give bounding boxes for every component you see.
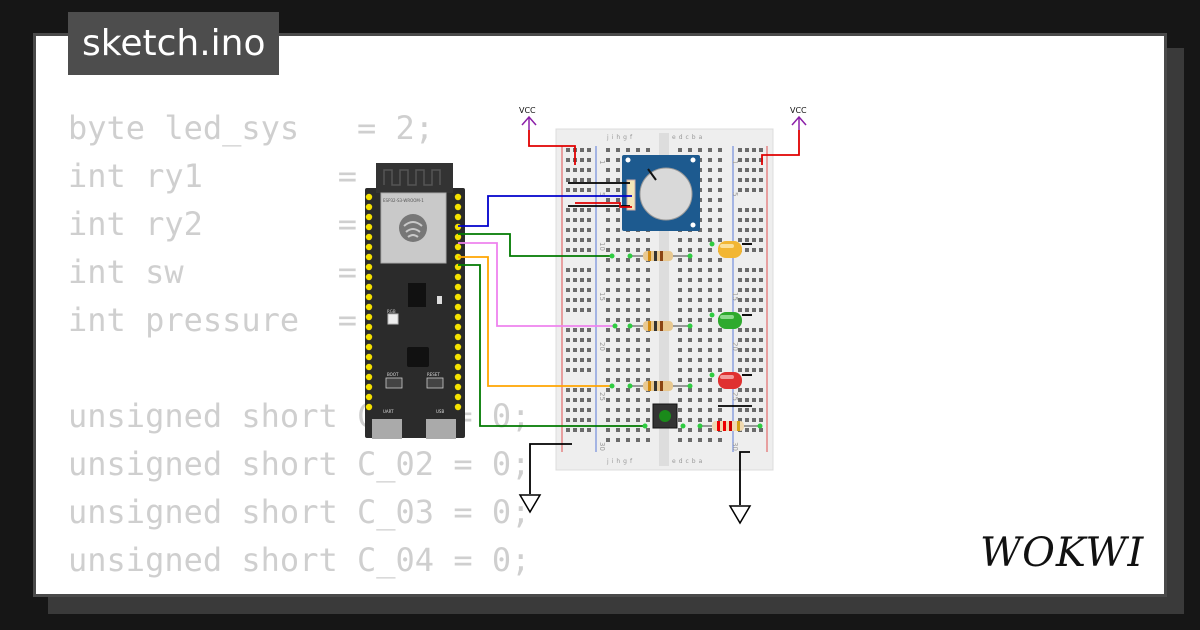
resistor	[630, 321, 690, 331]
row-number: 1	[598, 160, 606, 164]
usb-label: USB	[436, 409, 444, 414]
row-number: 15	[731, 292, 739, 301]
esp32-pins	[365, 193, 462, 411]
code-line: unsigned short C_04 = 0;	[68, 541, 531, 579]
module-label: ESP32-S3-WROOM-1	[383, 198, 424, 203]
row-number: 10	[598, 242, 606, 251]
ground-symbol-right	[728, 505, 752, 525]
row-number: 20	[731, 342, 739, 351]
connection-points	[609, 241, 763, 429]
boot-button[interactable]	[385, 377, 403, 389]
row-number: 5	[598, 192, 606, 196]
row-number: 25	[731, 392, 739, 401]
wires	[458, 130, 800, 505]
column-letters: jihgf	[606, 134, 635, 141]
row-number: 15	[598, 292, 606, 301]
reset-label: RESET	[427, 372, 440, 377]
column-letters: edcba	[672, 134, 705, 141]
uart-label: UART	[383, 409, 394, 414]
uart-port	[372, 419, 402, 439]
push-button[interactable]	[652, 403, 678, 429]
code-line: unsigned short C_05 = 0;	[68, 584, 530, 594]
resistor	[630, 251, 690, 261]
filename-tab[interactable]: sketch.ino	[68, 12, 280, 75]
code-line: int pressure =	[68, 301, 357, 339]
vcc-symbol-left: VCC	[519, 106, 537, 130]
vcc-label: VCC	[790, 106, 807, 115]
yellow-led	[718, 241, 752, 258]
row-number: 5	[731, 192, 739, 196]
code-line: int ry2 =	[68, 205, 357, 243]
rgb-label: RGB	[387, 309, 396, 314]
red-led	[718, 372, 752, 389]
potentiometer	[622, 155, 700, 231]
green-led	[718, 312, 752, 329]
column-letters: edcba	[672, 458, 705, 465]
esp32-board: ESP32-S3-WROOM-1 RGB BOOT RESET UART USB	[365, 163, 465, 439]
pot-knob-indicator[interactable]	[647, 168, 657, 181]
boot-label: BOOT	[387, 372, 399, 377]
row-number: 20	[598, 342, 606, 351]
resistor	[630, 381, 690, 391]
code-line: unsigned short C_02 = 0;	[68, 445, 531, 483]
usb-port	[426, 419, 456, 439]
wokwi-logo: WOKWI	[980, 530, 1144, 576]
reset-button[interactable]	[426, 377, 444, 389]
code-line: int sw =	[68, 253, 357, 291]
row-number: 1	[731, 160, 739, 164]
wokwi-logo-text: WOKWI	[980, 530, 1144, 576]
ground-symbol-left	[518, 494, 542, 514]
vcc-label: VCC	[519, 106, 536, 115]
column-letters: jihgf	[606, 458, 635, 465]
code-line: byte led_sys = 2;	[68, 109, 435, 147]
row-number: 30	[731, 442, 739, 451]
row-number: 30	[598, 442, 606, 451]
row-number: 25	[598, 392, 606, 401]
resistor	[700, 421, 760, 431]
vcc-symbol-right: VCC	[790, 106, 807, 130]
